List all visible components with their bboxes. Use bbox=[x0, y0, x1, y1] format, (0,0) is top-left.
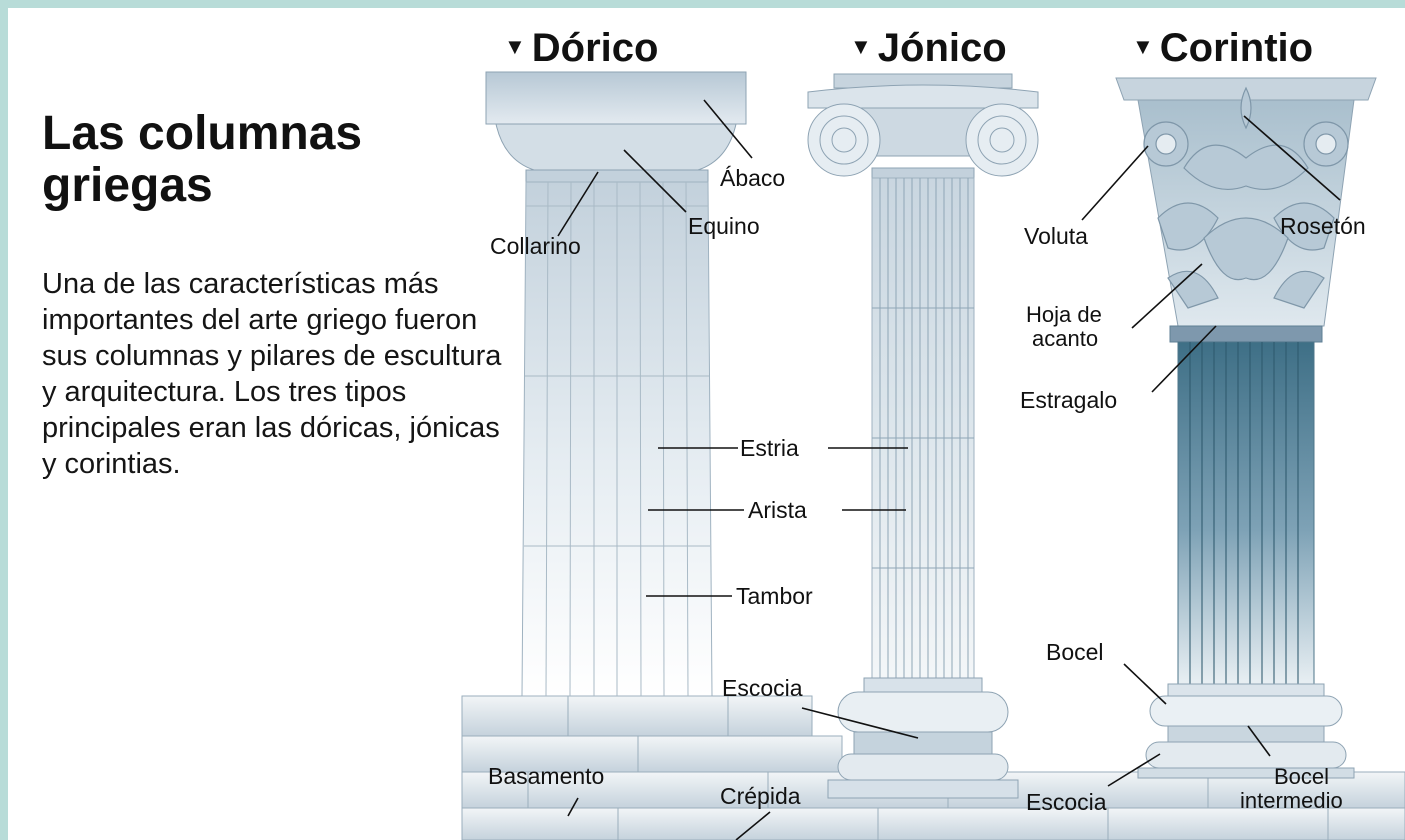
corinthian-upper-torus bbox=[1149, 695, 1343, 727]
label-roseton: Rosetón bbox=[1280, 213, 1366, 239]
leader-lines bbox=[557, 99, 1341, 840]
label-arista: Arista bbox=[748, 497, 807, 523]
doric-abacus bbox=[485, 71, 747, 125]
label-crepida: Crépida bbox=[720, 783, 801, 809]
corinthian-astragal bbox=[1169, 325, 1323, 343]
ionic-volute-left bbox=[807, 103, 881, 177]
label-bocel: Bocel bbox=[1046, 639, 1104, 665]
heading-corinthian-text: Corintio bbox=[1159, 26, 1314, 70]
ionic-volute-right bbox=[965, 103, 1039, 177]
doric-collar bbox=[525, 169, 709, 183]
down-triangle-icon: ▼ bbox=[850, 34, 872, 60]
crepida-steps bbox=[461, 695, 1405, 840]
label-equino: Equino bbox=[688, 213, 760, 239]
columns-diagram: Ábaco Equino Collarino Estria Arista Tam… bbox=[461, 71, 1405, 840]
label-abaco: Ábaco bbox=[720, 165, 785, 191]
diagram-frame: Las columnas griegas Una de las caracter… bbox=[8, 8, 1405, 840]
down-triangle-icon: ▼ bbox=[504, 34, 526, 60]
heading-doric-text: Dórico bbox=[531, 26, 659, 70]
label-hoja-1: Hoja de bbox=[1026, 302, 1102, 327]
doric-column bbox=[485, 71, 747, 697]
ionic-torus bbox=[837, 691, 1009, 733]
label-basamento: Basamento bbox=[488, 763, 604, 789]
part-labels: Ábaco Equino Collarino Estria Arista Tam… bbox=[488, 165, 1366, 815]
corinthian-column bbox=[1115, 77, 1377, 779]
label-voluta: Voluta bbox=[1024, 223, 1088, 249]
doric-echinus bbox=[495, 123, 737, 171]
label-estragalo: Estragalo bbox=[1020, 387, 1117, 413]
label-bocel-int-1: Bocel bbox=[1274, 764, 1329, 789]
heading-corinthian: ▼Corintio bbox=[1132, 26, 1313, 72]
intro-paragraph: Una de las características más important… bbox=[42, 268, 502, 480]
label-collarino: Collarino bbox=[490, 233, 581, 259]
label-escocia-ionic: Escocia bbox=[722, 675, 803, 701]
down-triangle-icon: ▼ bbox=[1132, 34, 1154, 60]
label-escocia-corinth: Escocia bbox=[1026, 789, 1107, 815]
corinthian-shaft bbox=[1177, 341, 1315, 685]
heading-ionic-text: Jónico bbox=[877, 26, 1007, 70]
label-bocel-int-2: intermedio bbox=[1240, 788, 1343, 813]
label-tambor: Tambor bbox=[736, 583, 813, 609]
heading-ionic: ▼Jónico bbox=[850, 26, 1007, 72]
label-estria: Estria bbox=[740, 435, 799, 461]
ionic-column bbox=[807, 73, 1039, 799]
label-hoja-2: acanto bbox=[1032, 326, 1098, 351]
ionic-shaft bbox=[871, 177, 975, 679]
heading-doric: ▼Dórico bbox=[504, 26, 658, 72]
page-title: Las columnas griegas bbox=[42, 107, 363, 212]
